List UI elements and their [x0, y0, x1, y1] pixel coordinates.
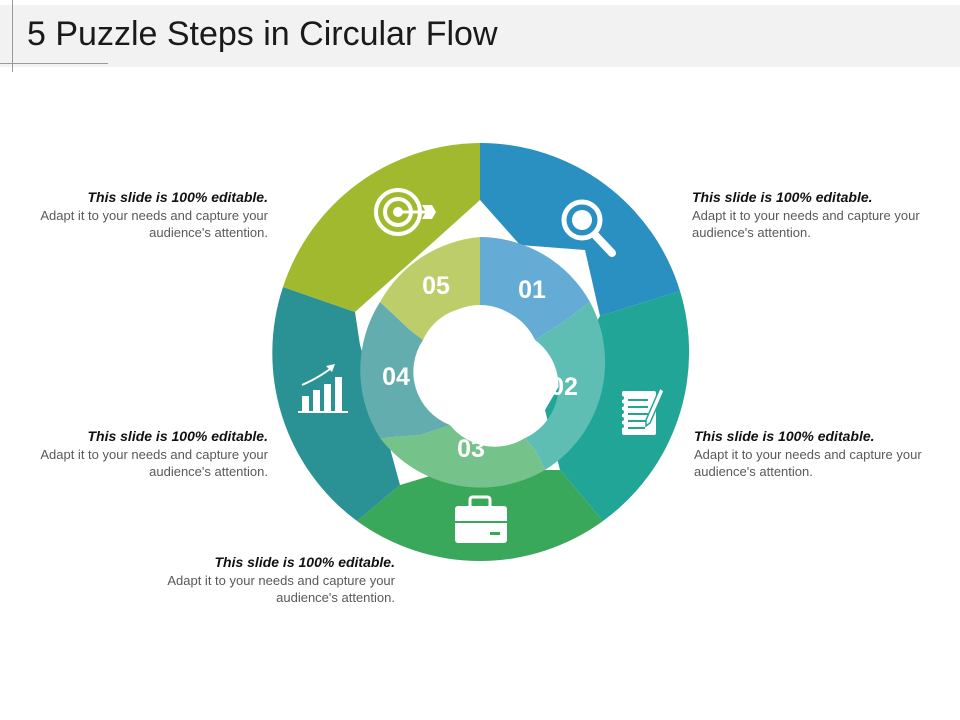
callout-body: Adapt it to your needs and capture your … [40, 207, 268, 241]
step-number-05: 05 [422, 272, 450, 300]
center-hole [423, 305, 537, 419]
growth-chart-icon [298, 364, 348, 413]
callout-body: Adapt it to your needs and capture your … [167, 572, 395, 606]
notepad-pen-icon [620, 386, 665, 435]
inner-segment-02 [525, 302, 606, 470]
callout-middle-right: This slide is 100% editable. Adapt it to… [694, 428, 924, 481]
step-number-02: 02 [550, 373, 578, 401]
inner-segment-03 [380, 425, 545, 488]
callout-heading: This slide is 100% editable. [692, 189, 873, 205]
callout-body: Adapt it to your needs and capture your … [694, 446, 922, 480]
inner-segment-04 [360, 302, 450, 438]
callout-top-right: This slide is 100% editable. Adapt it to… [692, 189, 922, 242]
callout-heading: This slide is 100% editable. [694, 428, 875, 444]
callout-bottom: This slide is 100% editable. Adapt it to… [125, 554, 395, 607]
inner-segment-01 [480, 237, 590, 340]
callout-heading: This slide is 100% editable. [214, 554, 395, 570]
slide-title: 5 Puzzle Steps in Circular Flow [27, 15, 498, 53]
inner-segment-05 [380, 237, 480, 340]
step-number-01: 01 [518, 276, 546, 304]
corner-guide-horizontal [0, 63, 108, 64]
briefcase-icon [455, 495, 507, 543]
step-number-03: 03 [457, 435, 485, 463]
target-dart-icon [374, 188, 436, 236]
corner-guide-vertical [12, 0, 13, 72]
callout-heading: This slide is 100% editable. [87, 189, 268, 205]
magnifier-icon [561, 199, 616, 257]
callout-middle-left: This slide is 100% editable. Adapt it to… [0, 428, 268, 481]
step-number-04: 04 [382, 363, 410, 391]
callout-body: Adapt it to your needs and capture your … [692, 207, 920, 241]
callout-heading: This slide is 100% editable. [87, 428, 268, 444]
callout-top-left: This slide is 100% editable. Adapt it to… [0, 189, 268, 242]
title-bar [0, 5, 960, 67]
callout-body: Adapt it to your needs and capture your … [40, 446, 268, 480]
